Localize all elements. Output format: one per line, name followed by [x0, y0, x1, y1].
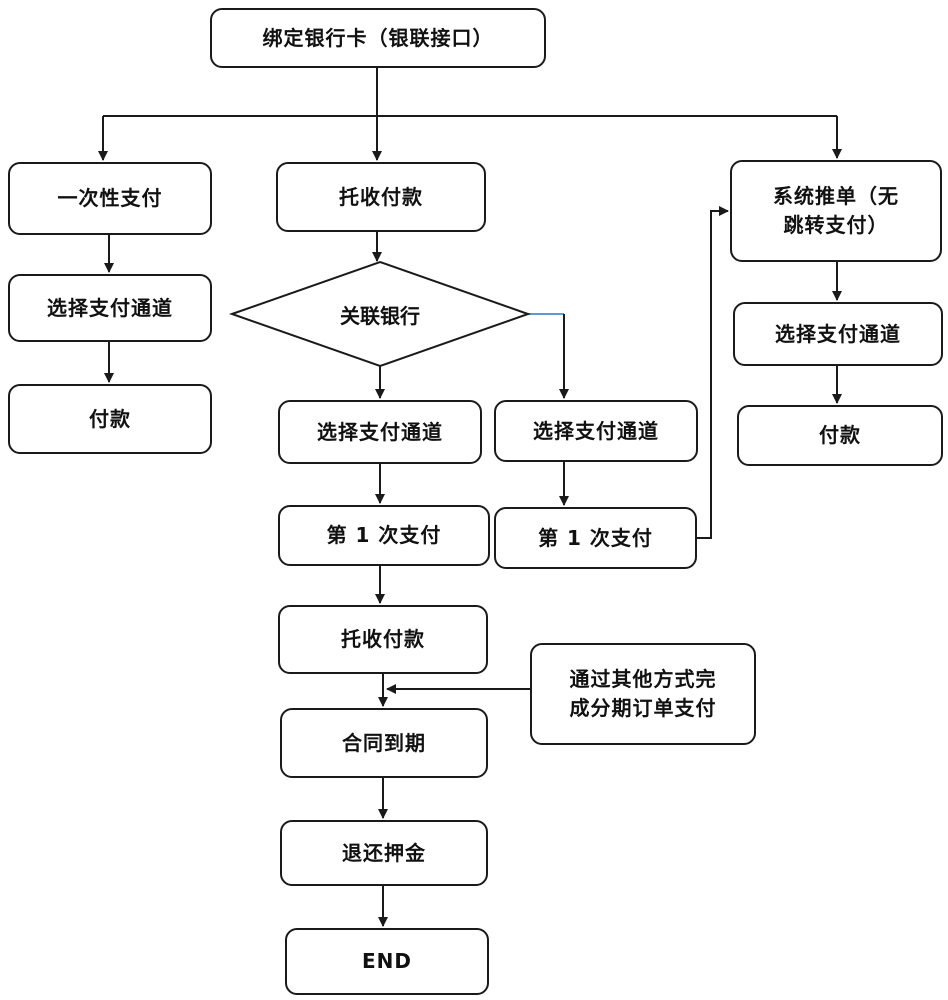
push-channel-node: 选择支付通道 — [733, 302, 943, 366]
collection-node: 托收付款 — [276, 162, 486, 232]
refund-deposit-label: 退还押金 — [342, 840, 426, 865]
first-payment-left-node: 第 1 次支付 — [278, 505, 490, 566]
one-time-pay-label: 付款 — [89, 406, 131, 431]
push-pay-node: 付款 — [737, 405, 943, 466]
refund-deposit-node: 退还押金 — [280, 820, 488, 886]
bind-card-label: 绑定银行卡（银联接口） — [262, 25, 494, 50]
bank-channel-left-node: 选择支付通道 — [278, 400, 482, 464]
collection-2-node: 托收付款 — [278, 605, 488, 674]
first-payment-right-label: 第 1 次支付 — [538, 525, 653, 550]
contract-expiry-node: 合同到期 — [280, 708, 488, 778]
related-bank-label: 关联银行 — [340, 303, 420, 328]
one-time-payment-label: 一次性支付 — [57, 186, 163, 210]
bank-channel-right-label: 选择支付通道 — [533, 418, 659, 443]
one-time-channel-label: 选择支付通道 — [47, 295, 173, 320]
first-payment-right-node: 第 1 次支付 — [494, 507, 697, 569]
other-methods-node: 通过其他方式完 成分期订单支付 — [530, 643, 756, 745]
contract-expiry-label: 合同到期 — [342, 730, 426, 755]
decision-diamond — [228, 260, 532, 368]
push-channel-label: 选择支付通道 — [775, 321, 901, 346]
end-label: END — [361, 949, 412, 973]
one-time-pay-node: 付款 — [8, 384, 212, 454]
collection-2-label: 托收付款 — [341, 627, 425, 651]
one-time-channel-node: 选择支付通道 — [8, 274, 212, 342]
end-node: END — [285, 928, 489, 995]
collection-label: 托收付款 — [339, 184, 423, 209]
push-pay-label: 付款 — [819, 423, 861, 447]
first-payment-left-label: 第 1 次支付 — [326, 523, 442, 547]
system-push-label: 系统推单（无 跳转支付） — [773, 184, 899, 237]
edge-first-right-to-system-push — [697, 206, 729, 539]
system-push-node: 系统推单（无 跳转支付） — [730, 160, 942, 262]
one-time-payment-node: 一次性支付 — [8, 162, 212, 235]
bank-channel-left-label: 选择支付通道 — [317, 419, 443, 444]
bank-channel-right-node: 选择支付通道 — [494, 400, 698, 462]
bind-card-node: 绑定银行卡（银联接口） — [210, 8, 546, 68]
other-methods-label: 通过其他方式完 成分期订单支付 — [569, 667, 717, 720]
